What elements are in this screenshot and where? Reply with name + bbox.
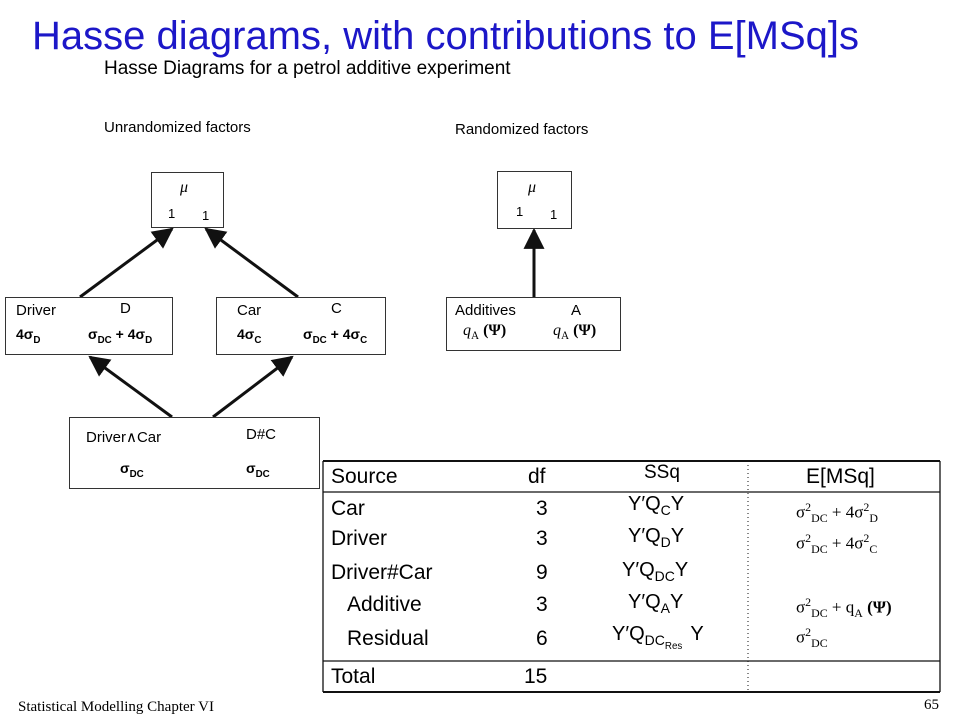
additives-box: Additives A qA (Ψ) qA (Ψ) (446, 297, 621, 351)
mu-box-unrandomized: μ 1 1 (151, 172, 224, 228)
header-ssq: SSq (644, 462, 680, 483)
row-df-total: 15 (524, 665, 548, 688)
car-code: C (331, 300, 342, 317)
mu-levels-randomized: 1 (516, 204, 524, 219)
row-source-residual: Residual (347, 627, 429, 650)
row-source-driver: Driver (331, 527, 387, 550)
mu-box-randomized: μ 1 1 (497, 171, 572, 229)
row-df-driver: 3 (536, 527, 548, 550)
row-df-driver-car: 9 (536, 561, 548, 584)
footer-page-number: 65 (924, 697, 939, 713)
driver-car-contribution-right: σDC (246, 460, 270, 480)
arrow-dc-to-driver (88, 355, 173, 419)
row-ssq-residual: Y′QDCResY (612, 623, 704, 652)
row-source-additive: Additive (347, 593, 422, 616)
car-contribution-left: 4σC (237, 326, 262, 346)
driver-car-label: Driver∧Car (86, 429, 162, 446)
car-box: Car C 4σC σDC + 4σC (216, 297, 386, 355)
row-ems-additive: σ2DC + qA (Ψ) (796, 595, 892, 621)
mu-levels: 1 (168, 206, 176, 221)
row-ems-driver: σ2DC + 4σ2C (796, 531, 878, 557)
arrow-car-to-mu (204, 227, 299, 299)
row-ssq-additive: Y′QAY (628, 591, 684, 616)
car-label: Car (237, 302, 262, 319)
driver-car-contribution-left: σDC (120, 460, 144, 480)
driver-contribution-left: 4σD (16, 326, 41, 346)
additives-contribution-left: qA (Ψ) (463, 322, 507, 343)
driver-contribution-right: σDC + 4σD (88, 326, 153, 346)
row-ssq-driver-car: Y′QDCY (622, 559, 689, 584)
row-ssq-car: Y′QCY (628, 493, 685, 518)
row-source-total: Total (331, 665, 376, 688)
header-source: Source (331, 465, 398, 488)
header-emsq: E[MSq] (806, 465, 875, 488)
slide-title: Hasse diagrams, with contributions to E[… (32, 14, 860, 58)
diagram-subtitle: Hasse Diagrams for a petrol additive exp… (104, 58, 511, 79)
arrow-dc-to-car (212, 355, 294, 419)
row-source-car: Car (331, 497, 365, 520)
mu-symbol-randomized: μ (528, 179, 537, 196)
additives-code: A (571, 302, 582, 319)
mu-dof-randomized: 1 (550, 207, 558, 222)
car-contribution-right: σDC + 4σC (303, 326, 368, 346)
arrow-driver-to-mu (79, 227, 174, 299)
row-source-driver-car: Driver#Car (331, 561, 433, 584)
row-ems-car: σ2DC + 4σ2D (796, 500, 878, 526)
driver-box: Driver D 4σD σDC + 4σD (5, 297, 173, 355)
mu-symbol: μ (180, 179, 189, 196)
randomized-heading: Randomized factors (455, 121, 589, 138)
driver-car-box: Driver∧Car D#C σDC σDC (69, 417, 320, 489)
unrandomized-heading: Unrandomized factors (104, 119, 251, 136)
driver-code: D (120, 300, 131, 317)
additives-contribution-right: qA (Ψ) (553, 322, 597, 343)
row-df-car: 3 (536, 497, 548, 520)
footer-course: Statistical Modelling Chapter VI (18, 699, 214, 715)
row-ems-residual: σ2DC (796, 625, 828, 651)
row-ssq-driver: Y′QDY (628, 525, 685, 550)
driver-car-code: D#C (246, 426, 277, 443)
row-df-residual: 6 (536, 627, 548, 650)
mu-dof: 1 (202, 208, 210, 223)
additives-label: Additives (455, 302, 516, 319)
row-df-additive: 3 (536, 593, 548, 616)
header-df: df (528, 465, 546, 488)
driver-label: Driver (16, 302, 56, 319)
